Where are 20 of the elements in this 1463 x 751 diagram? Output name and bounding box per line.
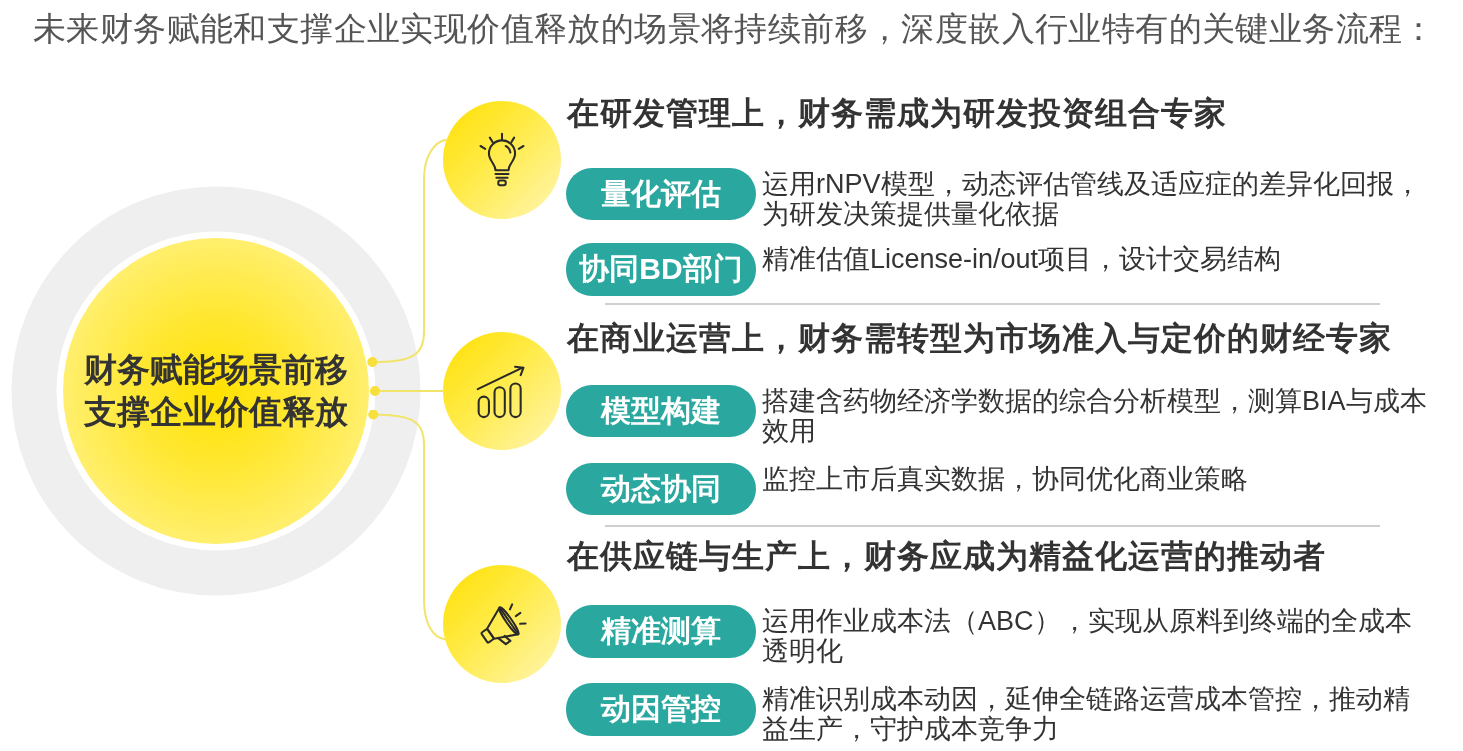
section-heading: 在商业运营上，财务需转型为市场准入与定价的财经专家 — [567, 319, 1392, 358]
description-text: 精准识别成本动因，延伸全链路运营成本管控，推动精益生产，守护成本竞争力 — [762, 684, 1411, 744]
hub-text: 财务赋能场景前移支撑企业价值释放 — [83, 350, 349, 432]
topic-tag: 动因管控 — [566, 683, 756, 736]
section-heading: 在研发管理上，财务需成为研发投资组合专家 — [567, 94, 1227, 133]
topic-tag: 模型构建 — [566, 385, 756, 437]
description-text: 运用作业成本法（ABC），实现从原料到终端的全成本透明化 — [762, 606, 1413, 666]
description-text: 监控上市后真实数据，协同优化商业策略 — [762, 464, 1249, 494]
topic-tag: 量化评估 — [566, 168, 756, 220]
topic-tag: 动态协同 — [566, 463, 756, 515]
description-text: 运用rNPV模型，动态评估管线及适应症的差异化回报，为研发决策提供量化依据 — [762, 169, 1422, 229]
page-title: 未来财务赋能和支撑企业实现价值释放的场景将持续前移，深度嵌入行业特有的关键业务流程： — [33, 9, 1436, 49]
section-heading: 在供应链与生产上，财务应成为精益化运营的推动者 — [567, 537, 1326, 576]
connector-line — [367, 138, 448, 367]
connector-line — [370, 386, 444, 396]
connector-line — [368, 409, 446, 641]
topic-tag: 协同BD部门 — [566, 243, 756, 296]
description-text: 搭建含药物经济学数据的综合分析模型，测算BIA与成本效用 — [762, 386, 1428, 446]
topic-tag: 精准测算 — [566, 605, 756, 658]
description-text: 精准估值License-in/out项目，设计交易结构 — [762, 244, 1283, 274]
